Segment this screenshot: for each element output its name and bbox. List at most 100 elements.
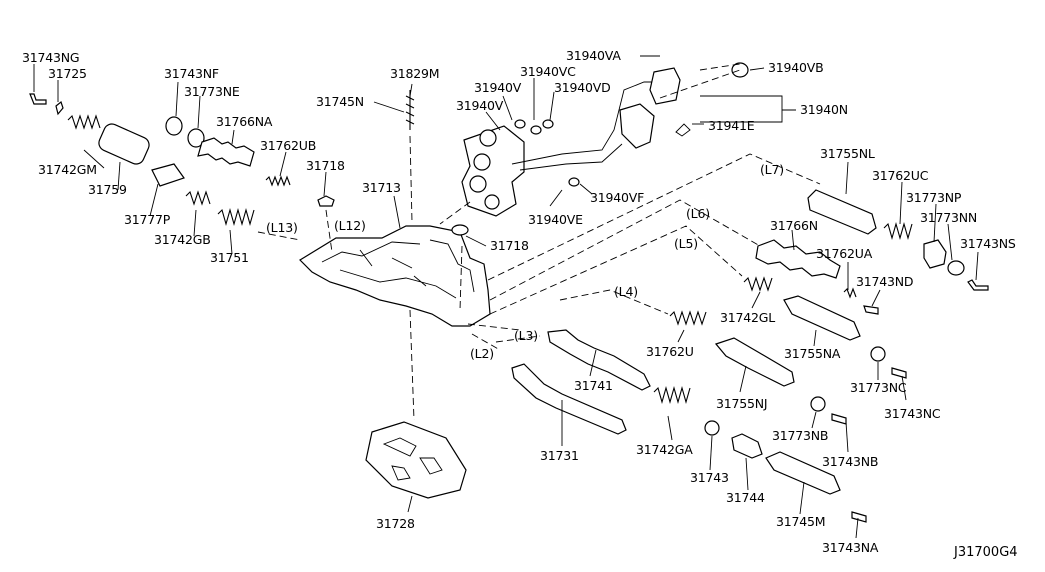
valve-31731: [511, 363, 627, 435]
bracket-31940n: [619, 103, 655, 149]
part-label: 31743: [690, 470, 729, 485]
group-label-l5: (L5): [674, 236, 698, 251]
part-label: 31718: [490, 238, 529, 253]
ring-31773nn: [947, 260, 965, 276]
separator-plate-holes: [382, 437, 443, 481]
valve-body-31713: [299, 225, 491, 327]
group-label-l12: (L12): [334, 218, 366, 233]
spring-31762uc: [883, 221, 913, 241]
spring-31742gm: [67, 114, 101, 130]
part-label: 31743NS: [960, 236, 1016, 251]
valve-31755na: [783, 295, 861, 341]
group-label-l7: (L7): [760, 162, 784, 177]
part-label: 31743NA: [822, 540, 879, 555]
cap-31718-left: [317, 195, 335, 207]
part-label: 31741: [574, 378, 613, 393]
connector-31940va: [649, 67, 681, 105]
ring-31773ne: [187, 128, 205, 148]
assembly-lines: [257, 63, 821, 421]
part-label: 31940VE: [528, 212, 583, 227]
group-label-l4: (L4): [614, 284, 638, 299]
part-label: 31940V: [474, 80, 522, 95]
spring-31762u: [669, 310, 707, 326]
part-label: 31744: [726, 490, 765, 505]
group-label-l3: (L3): [514, 328, 538, 343]
ring-31773nb: [810, 396, 826, 412]
spring-31742gl: [743, 276, 773, 292]
part-label: 31762UB: [260, 138, 316, 153]
plug-31744: [731, 433, 763, 459]
part-label: 31777P: [124, 212, 171, 227]
part-label: 31742GA: [636, 442, 693, 457]
wire-31941e: [675, 123, 691, 137]
part-label: 31742GM: [38, 162, 97, 177]
plug-31718-right: [451, 224, 469, 236]
part-label: 31718: [306, 158, 345, 173]
part-label: 31755NL: [820, 146, 875, 161]
oring-31940vf: [568, 177, 580, 187]
valve-31745m: [765, 451, 841, 495]
spring-31742gb: [185, 190, 211, 206]
clip-31743nc: [891, 367, 907, 379]
solenoid-2: [473, 153, 491, 171]
part-label: 31766N: [770, 218, 818, 233]
part-label: 31731: [540, 448, 579, 463]
part-label: 31745M: [776, 514, 825, 529]
part-label: 31743NF: [164, 66, 219, 81]
part-label: 31829M: [390, 66, 439, 81]
part-label: 31940N: [800, 102, 848, 117]
part-label: 31773NE: [184, 84, 240, 99]
part-label: 31743ND: [856, 274, 913, 289]
clip-31743nb: [831, 413, 847, 425]
spring-31762ub: [265, 175, 291, 187]
part-label: 31743NG: [22, 50, 79, 65]
part-label: 31773NP: [906, 190, 962, 205]
part-label: 31755NJ: [716, 396, 767, 411]
part-label: 31728: [376, 516, 415, 531]
sleeve-31759: [98, 123, 150, 165]
part-label: 31725: [48, 66, 87, 81]
part-label: 31940VF: [590, 190, 644, 205]
part-label: 31762UA: [816, 246, 873, 261]
ring-31743nf: [165, 116, 183, 136]
group-label-l2: (L2): [470, 346, 494, 361]
pin-31725: [55, 100, 64, 116]
leader-lines: [33, 55, 979, 539]
clip-31743ng: [29, 93, 47, 105]
part-label: 31766NA: [216, 114, 273, 129]
valve-31755nl: [807, 189, 877, 235]
solenoid-1: [479, 129, 497, 147]
plug-31773np: [923, 239, 947, 269]
spring-31829m: [405, 90, 415, 130]
group-label-l6: (L6): [686, 206, 710, 221]
part-label: 31755NA: [784, 346, 841, 361]
diagram-reference-code: J31700G4: [953, 545, 1018, 560]
part-label: 31751: [210, 250, 249, 265]
valve-31741: [547, 329, 651, 391]
group-label-l13: (L13): [266, 220, 298, 235]
spring-31762ua: [843, 287, 857, 299]
part-label: 31742GB: [154, 232, 211, 247]
spring-31751: [217, 207, 255, 227]
separator-plate-31728: [365, 421, 467, 499]
part-label: 31743NB: [822, 454, 878, 469]
valve-body-channels: [321, 239, 475, 299]
group-labels: (L2) (L3) (L4) (L5) (L6) (L7) (L12) (L13…: [266, 162, 784, 361]
oring-31940v: [514, 119, 526, 129]
spring-31742ga: [653, 385, 691, 405]
clip-31743na: [851, 511, 867, 523]
ring-31773nc: [870, 346, 886, 362]
solenoid-4: [484, 194, 500, 210]
part-label: 31940VC: [520, 64, 576, 79]
oring-31940vd: [542, 119, 554, 129]
part-label: 31762UC: [872, 168, 929, 183]
part-label: 31940VA: [566, 48, 621, 63]
clip-31743ns: [967, 279, 989, 291]
part-drawings: [29, 62, 989, 523]
part-label: 31773NB: [772, 428, 828, 443]
harness-31940n: [511, 81, 662, 171]
part-label: 31940VD: [554, 80, 611, 95]
oring-31940vc: [530, 125, 542, 135]
oring-31940vb: [731, 62, 749, 78]
